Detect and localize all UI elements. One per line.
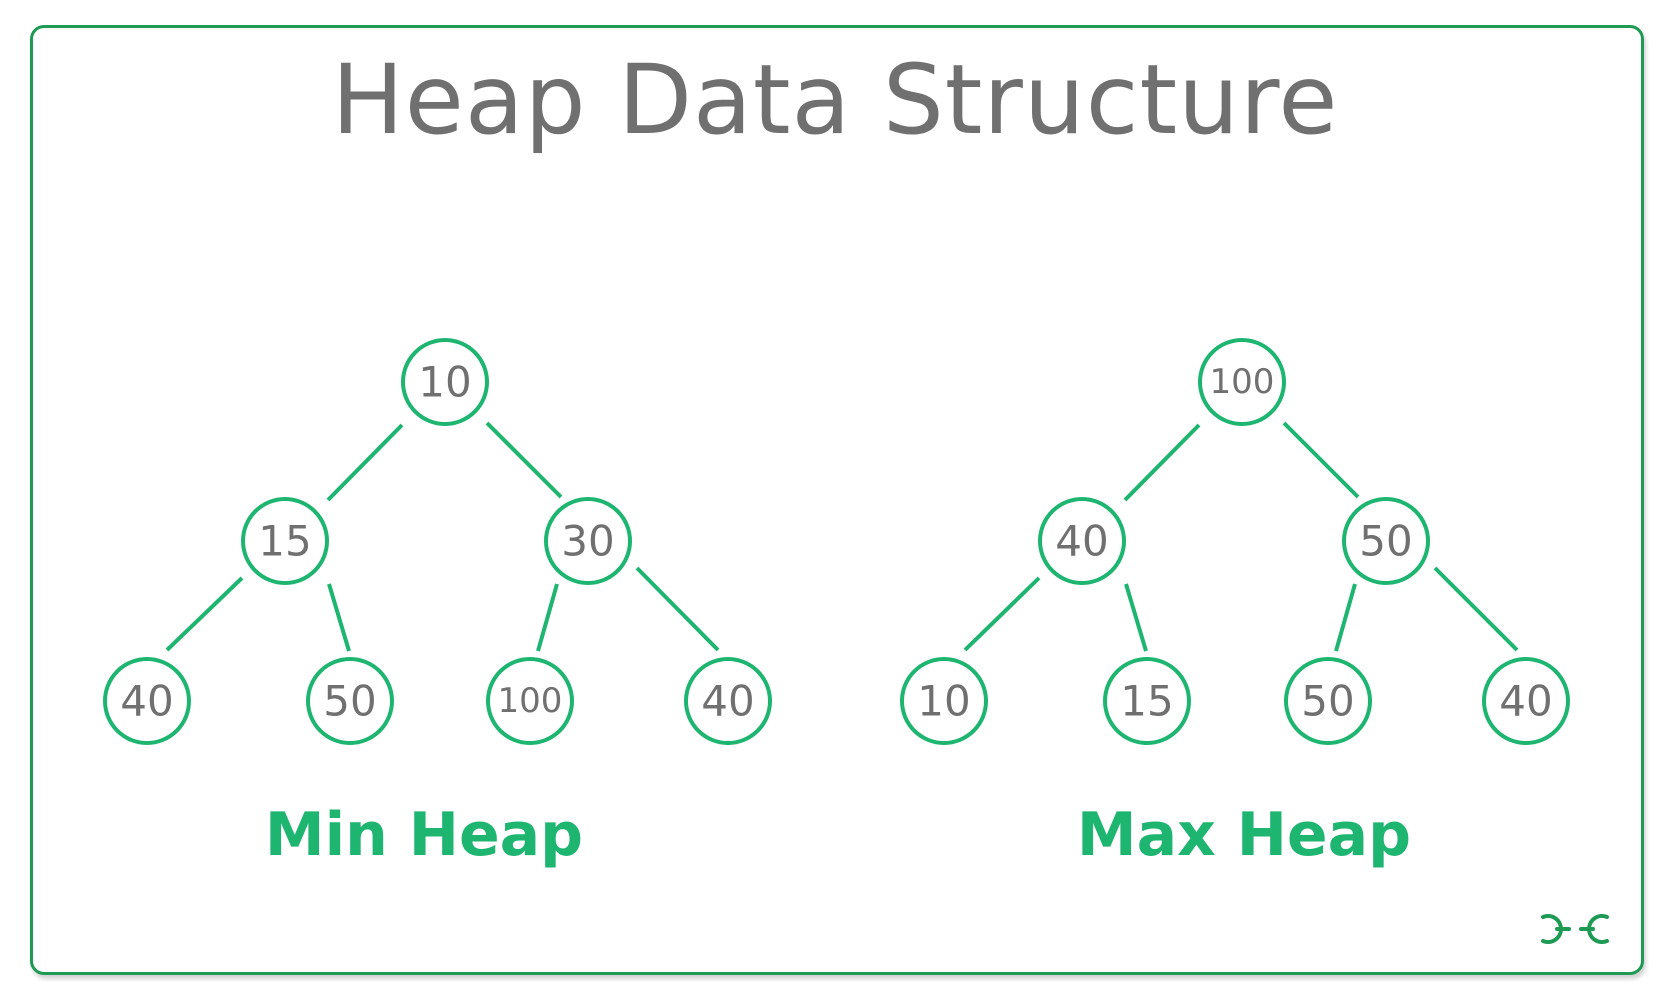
min-heap-label: Min Heap	[265, 800, 583, 870]
edge	[327, 583, 351, 652]
gfg-logo-icon	[1541, 914, 1609, 944]
node-value: 100	[1210, 362, 1275, 402]
node-value: 40	[1499, 677, 1552, 726]
node-value: 100	[498, 681, 563, 721]
heap-node: 40	[103, 657, 191, 745]
heap-node: 40	[1038, 497, 1126, 585]
max-heap-tree: 100 40 50 10 15 50 40	[900, 338, 1570, 745]
max-heap-label: Max Heap	[1077, 800, 1411, 870]
node-value: 10	[917, 677, 970, 726]
node-value: 10	[418, 358, 471, 407]
heap-node: 30	[544, 497, 632, 585]
edge	[536, 583, 559, 652]
heap-node: 50	[1284, 657, 1372, 745]
edge	[165, 576, 244, 652]
heap-node: 10	[401, 338, 489, 426]
heap-node: 40	[684, 657, 772, 745]
edge	[1433, 566, 1519, 652]
node-value: 15	[1120, 677, 1173, 726]
edge	[635, 566, 720, 652]
min-heap-edges	[165, 421, 720, 652]
page-title: Heap Data Structure	[331, 44, 1339, 156]
node-value: 50	[323, 677, 376, 726]
heap-node: 100	[486, 657, 574, 745]
node-value: 15	[258, 517, 311, 566]
edge	[963, 576, 1041, 652]
node-value: 50	[1359, 517, 1412, 566]
edge	[1334, 583, 1357, 652]
node-value: 30	[561, 517, 614, 566]
node-value: 40	[1055, 517, 1108, 566]
node-value: 40	[120, 677, 173, 726]
heap-node: 15	[1103, 657, 1191, 745]
edge	[1282, 421, 1360, 499]
edge	[1124, 583, 1148, 652]
min-heap-tree: 10 15 30 40 50 100 40	[103, 338, 772, 745]
node-value: 40	[701, 677, 754, 726]
heap-node: 10	[900, 657, 988, 745]
heap-node: 50	[1342, 497, 1430, 585]
heap-node: 15	[241, 497, 329, 585]
node-value: 50	[1301, 677, 1354, 726]
heap-node: 40	[1482, 657, 1570, 745]
edge	[1123, 423, 1201, 502]
edge	[326, 423, 404, 502]
edge	[485, 421, 563, 499]
max-heap-edges	[963, 421, 1519, 652]
heap-node: 100	[1198, 338, 1286, 426]
heap-node: 50	[306, 657, 394, 745]
